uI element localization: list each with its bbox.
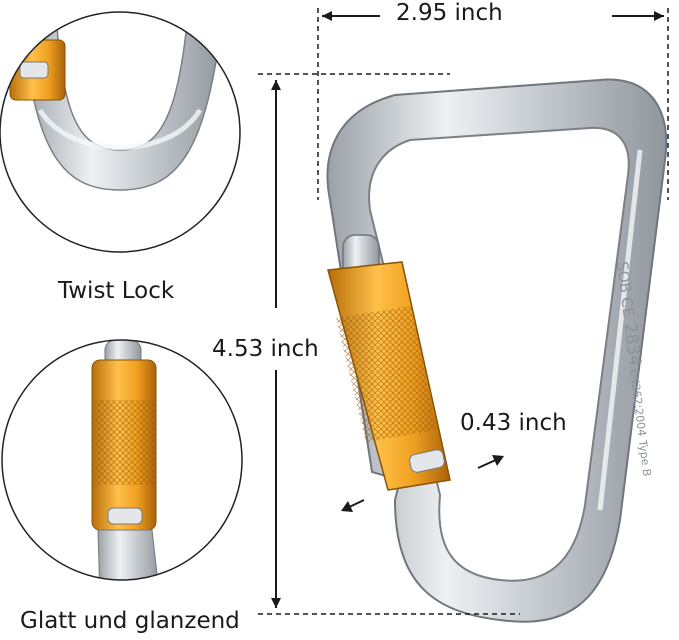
height-label: 4.53 inch — [212, 336, 319, 362]
width-dimension — [317, 8, 669, 200]
height-dimension — [258, 73, 520, 615]
engraving-type: Type B — [636, 438, 653, 477]
width-label: 2.95 inch — [396, 0, 503, 26]
twist-lock-sleeve — [327, 261, 451, 491]
twist-lock-inset — [0, 11, 241, 253]
thickness-label: 0.43 inch — [460, 410, 567, 436]
engraving-brand: SOB — [613, 260, 635, 294]
gate-inset — [1, 339, 243, 581]
glatt-caption: Glatt und glanzend — [20, 608, 240, 634]
twist-lock-caption: Twist Lock — [58, 278, 175, 304]
thickness-dimension — [341, 455, 504, 512]
engraving: SOB CE 2834 EN362:2004 Type B — [613, 260, 653, 477]
engraving-mark: CE — [617, 296, 637, 318]
carabiner — [326, 78, 668, 623]
